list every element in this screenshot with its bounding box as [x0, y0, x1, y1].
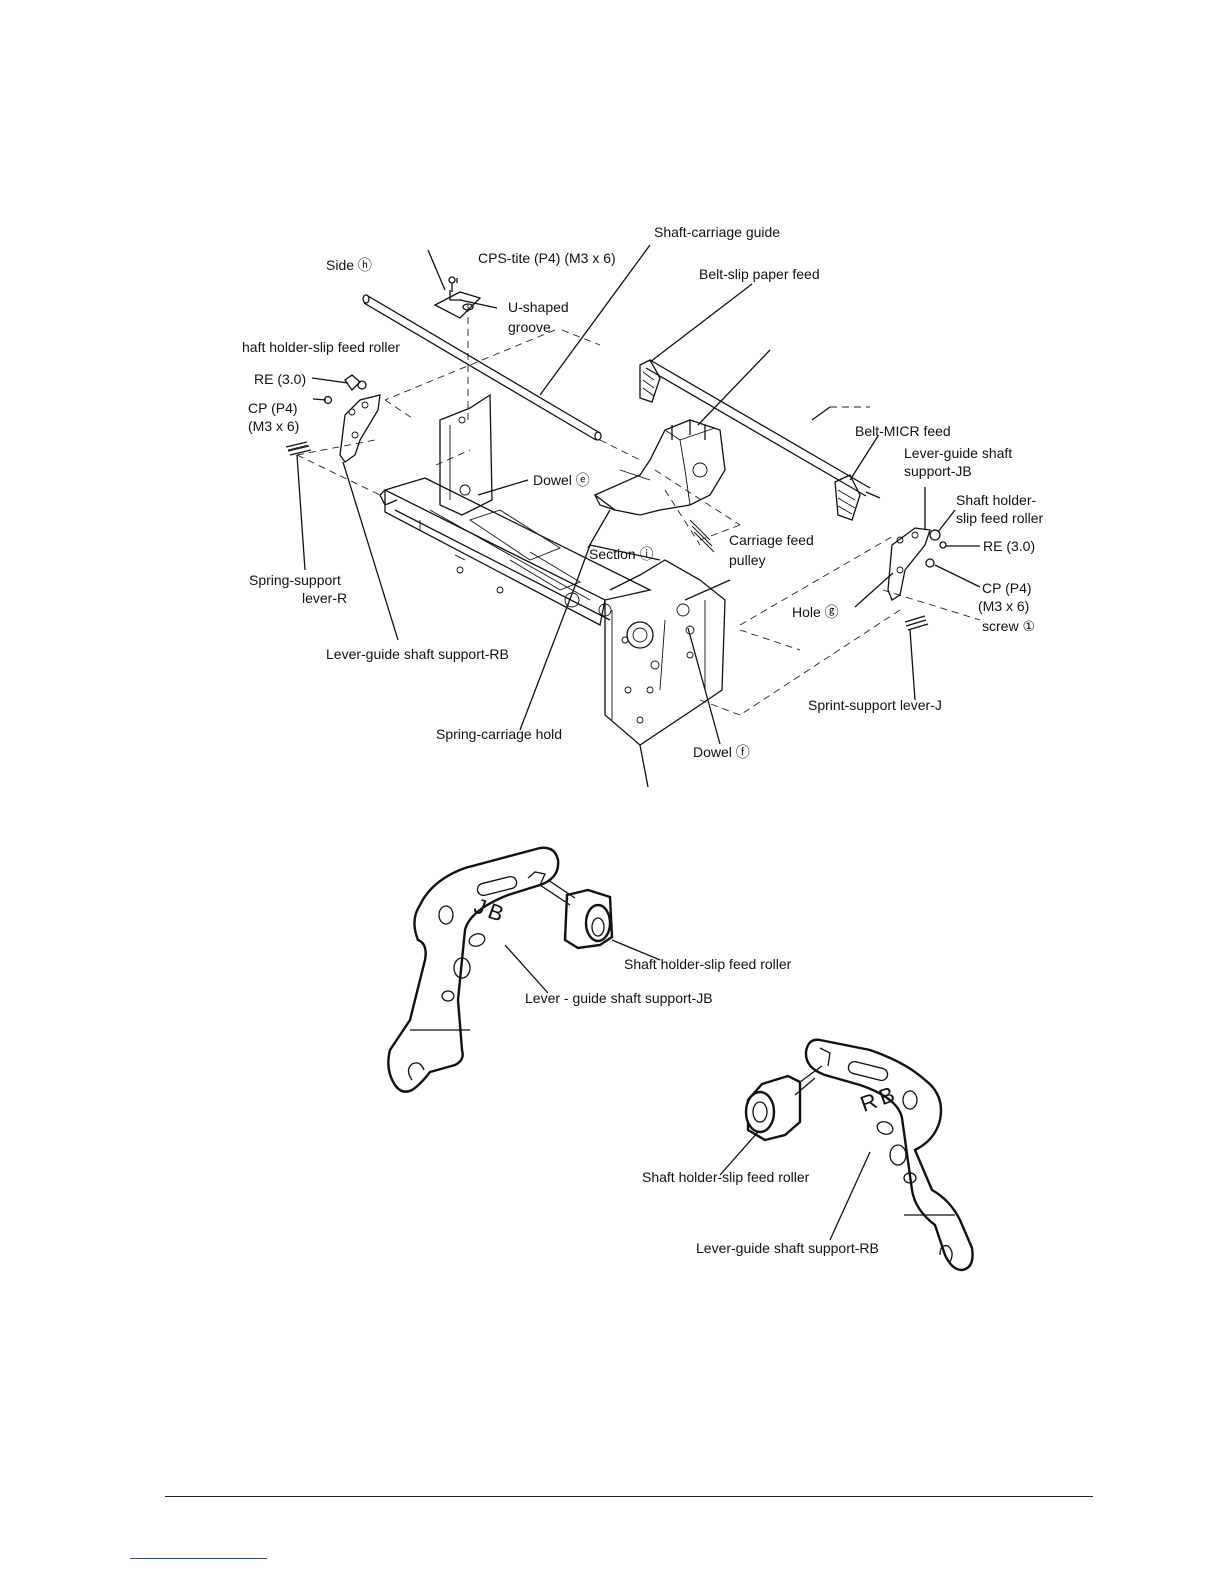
label-cp-left-size: (M3 x 6): [248, 418, 300, 434]
label-carriage-feed-pulley: Carriage feed: [729, 532, 814, 548]
label-carriage-feed-pulley-2: pulley: [729, 552, 766, 568]
cps-tite-bracket: [433, 276, 482, 319]
label-cp-right: CP (P4): [982, 580, 1032, 596]
label-lever-guide-rb: Lever-guide shaft support-RB: [326, 646, 509, 662]
label-shaft-carriage-guide: Shaft-carriage guide: [654, 224, 781, 240]
footer-rule: [165, 1496, 1093, 1497]
right-lever-parts: [887, 527, 947, 631]
label-cps-tite: CPS-tite (P4) (M3 x 6): [478, 250, 616, 266]
label-belt-micr-feed: Belt-MICR feed: [855, 423, 951, 439]
label-dowel-e: Dowel ⓔ: [533, 472, 590, 488]
leader-lines: [296, 244, 981, 788]
label-re-right: RE (3.0): [983, 538, 1036, 554]
label-u-shaped-groove: U-shaped: [508, 299, 569, 315]
label-detail-jb-shaft-holder: Shaft holder-slip feed roller: [624, 956, 792, 972]
label-spring-support-r-2: lever-R: [302, 590, 348, 606]
label-screw-1: screw ①: [982, 618, 1035, 634]
shaft-carriage-guide-rod: [362, 294, 602, 441]
label-hole-g: Hole ⓖ: [792, 604, 839, 620]
detail-lever-jb: [387, 846, 661, 1093]
label-u-shaped-groove-2: groove: [508, 319, 551, 335]
label-spring-carriage-hold: Spring-carriage hold: [436, 726, 563, 742]
dashed-guide-lines: [296, 305, 981, 716]
label-re-left: RE (3.0): [254, 371, 307, 387]
label-sprint-support-j: Sprint-support lever-J: [808, 697, 942, 713]
label-section-i: Section ⓘ: [589, 546, 654, 562]
label-shaft-holder-left: haft holder-slip feed roller: [242, 339, 400, 355]
slip-feed-roller-rod: [639, 359, 881, 521]
label-shaft-holder-right-2: slip feed roller: [956, 510, 1044, 526]
left-lever-parts: [285, 374, 381, 463]
label-detail-rb-shaft-holder: Shaft holder-slip feed roller: [642, 1169, 810, 1185]
carriage-assembly: [593, 419, 726, 553]
label-lever-guide-jb-2: support-JB: [904, 463, 972, 479]
label-detail-jb-lever: Lever - guide shaft support-JB: [525, 990, 713, 1006]
label-spring-support-r: Spring-support: [249, 572, 341, 588]
label-cp-left: CP (P4): [248, 400, 298, 416]
printer-frame-chassis: [379, 393, 726, 746]
detail-lever-rb: [719, 1038, 974, 1272]
label-belt-slip-paper-feed: Belt-slip paper feed: [699, 266, 820, 282]
label-side-h: Side ⓗ: [326, 257, 372, 273]
label-detail-rb-lever: Lever-guide shaft support-RB: [696, 1240, 879, 1256]
footer-link-underline: [130, 1558, 267, 1559]
label-shaft-holder-right: Shaft holder-: [956, 492, 1037, 508]
label-cp-right-size: (M3 x 6): [978, 598, 1030, 614]
label-lever-guide-jb: Lever-guide shaft: [904, 445, 1013, 461]
label-dowel-f: Dowel ⓕ: [693, 744, 750, 760]
